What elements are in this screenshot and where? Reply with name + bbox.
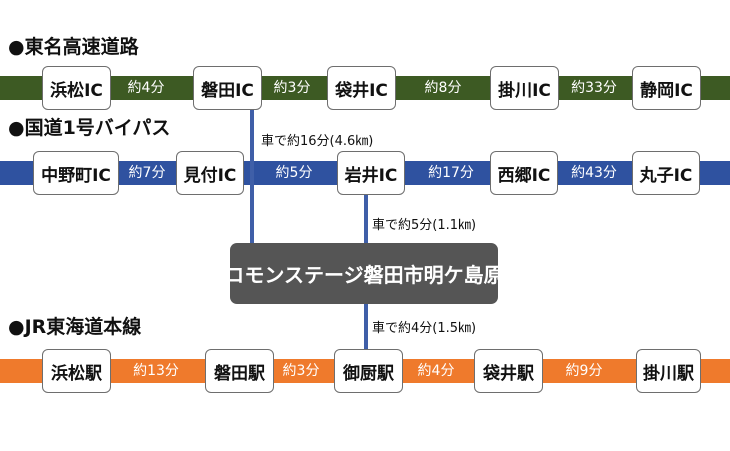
note-mikuriya-station: 車で約4分(1.5㎞) [372,321,477,336]
station-iwata: 磐田駅 [205,349,274,393]
station-mitsuke-ic: 見付IC [176,151,244,195]
time-bypass-1: 約7分 [128,165,166,181]
railway-title: ●JR東海道本線 [8,316,142,338]
station-fukuroi-ic: 袋井IC [327,66,396,110]
time-expressway-3: 約8分 [424,80,462,96]
destination-hub: コモンステージ磐田市明ケ島原 [224,243,504,304]
note-iwata-ic: 車で約16分(4.6㎞) [261,134,374,149]
station-mikuriya: 御厨駅 [334,349,403,393]
time-railway-3: 約4分 [417,363,455,379]
time-railway-4: 約9分 [565,363,603,379]
time-bypass-3: 約17分 [428,165,474,181]
time-expressway-1: 約4分 [127,80,165,96]
time-bypass-2: 約5分 [275,165,313,181]
station-kakegawa-ic: 掛川IC [490,66,559,110]
station-mariko-ic: 丸子IC [632,151,700,195]
station-saigo-ic: 西郷IC [490,151,558,195]
expressway-title: ●東名高速道路 [8,36,139,58]
station-shizuoka-ic: 静岡IC [632,66,701,110]
station-fukuroi: 袋井駅 [474,349,543,393]
time-expressway-2: 約3分 [273,80,311,96]
time-bypass-4: 約43分 [571,165,617,181]
station-iwata-ic: 磐田IC [193,66,262,110]
station-kakegawa: 掛川駅 [636,349,701,393]
connector-mikuriya-station [364,304,368,350]
note-iwai-ic: 車で約5分(1.1㎞) [372,218,477,233]
connector-iwai-ic [364,185,368,243]
time-expressway-4: 約33分 [571,80,617,96]
connector-iwata-ic [250,100,254,243]
station-nakanomachi-ic: 中野町IC [33,151,119,195]
station-hamamatsu-ic: 浜松IC [42,66,111,110]
time-railway-2: 約3分 [282,363,320,379]
station-iwai-ic: 岩井IC [337,151,405,195]
time-railway-1: 約13分 [133,363,179,379]
bypass-title: ●国道1号バイパス [8,117,171,139]
station-hamamatsu: 浜松駅 [42,349,111,393]
